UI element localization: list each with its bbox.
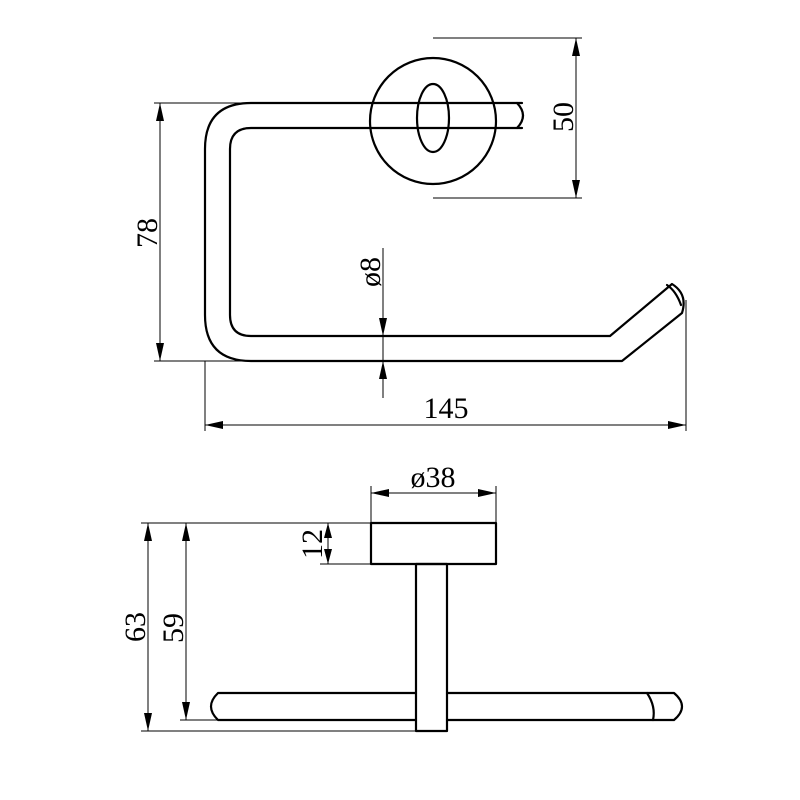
dim-projection-depth: 59 (157, 523, 218, 721)
dim-label-rod-diameter: ø8 (354, 257, 387, 287)
rod-side-tip-line (645, 691, 655, 722)
dim-label-50: 50 (547, 102, 580, 132)
dim-total-depth: 63 (119, 522, 416, 732)
dim-overall-width: 145 (204, 300, 687, 431)
dim-label-78: 78 (131, 218, 164, 248)
dim-label-12: 12 (296, 529, 329, 559)
dim-rod-diameter: ø8 (354, 248, 387, 398)
tip-cap-line (665, 283, 683, 307)
dim-label-145: 145 (424, 392, 469, 425)
flange-side-outline (369, 521, 498, 566)
rod-section-ellipse (415, 82, 451, 154)
rod-side-right (445, 691, 684, 722)
dim-label-63: 63 (119, 612, 152, 642)
flange-disc-outline (368, 56, 498, 186)
rod-side-left (209, 691, 418, 722)
rod-end-cap (515, 101, 525, 130)
dim-overall-height: 78 (131, 102, 250, 362)
front-view (203, 56, 685, 363)
dim-flange-diameter: ø38 (370, 461, 497, 523)
dim-flange-thickness: 12 (296, 522, 371, 565)
dim-label-flange-diameter: ø38 (411, 461, 456, 494)
post-outline (414, 562, 449, 733)
dim-label-59: 59 (157, 613, 190, 643)
dim-flange-height: 50 (433, 37, 582, 199)
side-view (209, 521, 684, 733)
holder-arm-outline (203, 101, 685, 363)
